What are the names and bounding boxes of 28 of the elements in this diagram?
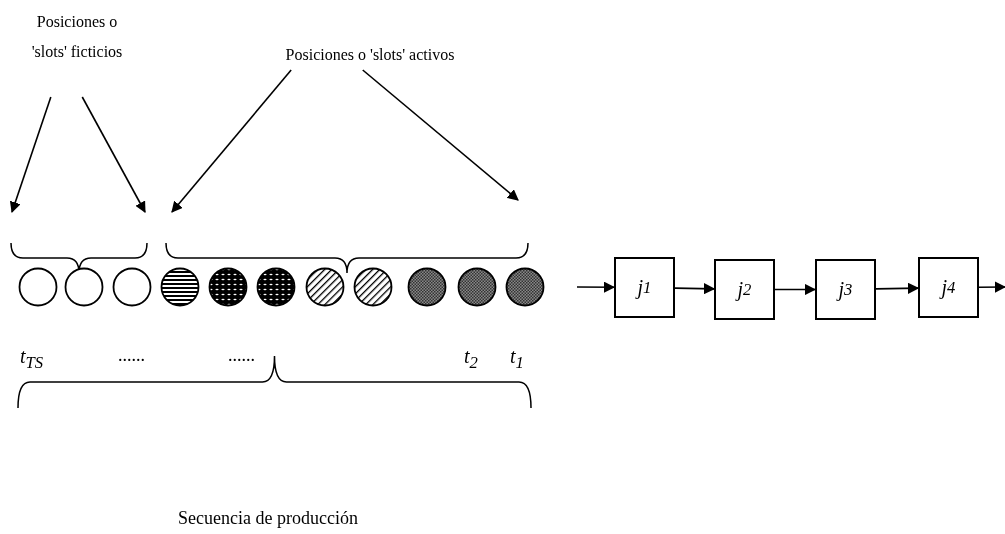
leader-line xyxy=(171,69,292,213)
slot-circle xyxy=(407,267,447,307)
annotation-text: Posiciones o 'slots' ficticios xyxy=(30,7,124,97)
arrow xyxy=(774,283,817,296)
time-label: t$_{2}$ xyxy=(464,345,478,373)
annotation-text: Posiciones o 'slots' activos xyxy=(220,40,520,70)
slot-circle xyxy=(160,267,200,307)
arrow xyxy=(875,282,920,294)
slot-circle xyxy=(353,267,393,307)
time-label: t$_{TS}$ xyxy=(20,345,44,373)
slot-circle xyxy=(112,267,152,307)
arrow xyxy=(674,283,716,295)
leader-line xyxy=(9,96,52,214)
slot-circle xyxy=(505,267,545,307)
leader-line xyxy=(361,69,519,201)
slot-circle xyxy=(208,267,248,307)
slot-circle xyxy=(457,267,497,307)
slot-circle xyxy=(305,267,345,307)
slot-circle xyxy=(64,267,104,307)
ellipsis-text: ...... xyxy=(118,345,145,366)
arrow xyxy=(576,281,616,293)
slot-circle xyxy=(18,267,58,307)
time-label: t$_{1}$ xyxy=(510,345,524,373)
ellipsis-text: ...... xyxy=(228,345,255,366)
leader-line xyxy=(978,281,1005,293)
leader-line xyxy=(81,96,146,213)
slot-circle xyxy=(256,267,296,307)
caption-text: Secuencia de producción xyxy=(178,508,358,529)
